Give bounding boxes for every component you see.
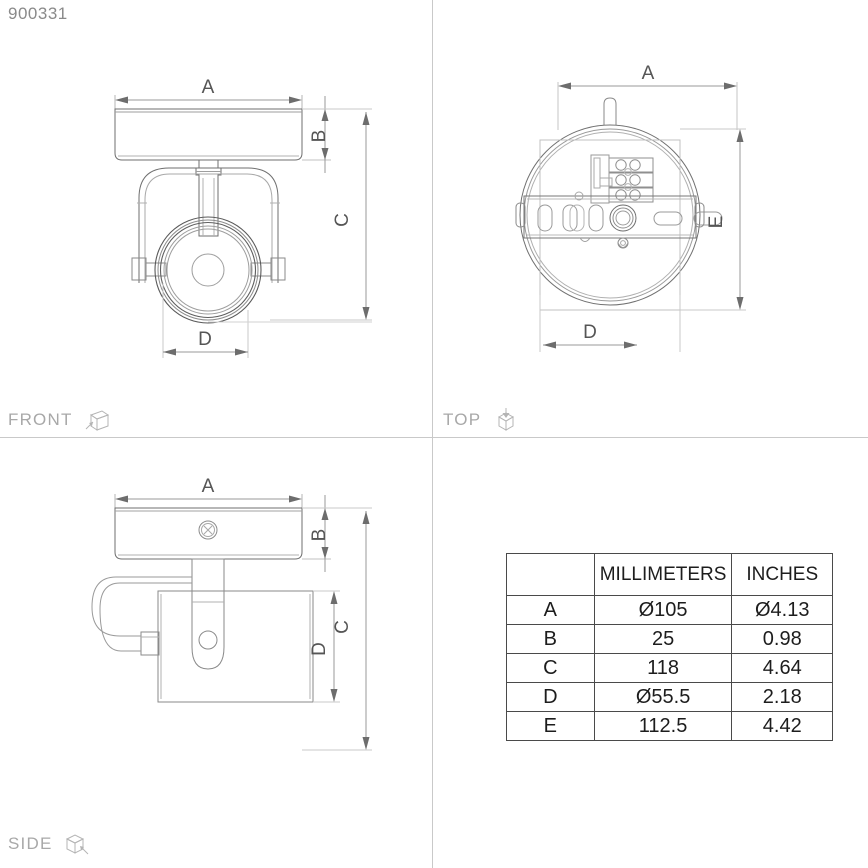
view-label-front: FRONT xyxy=(8,406,111,434)
table-row: D Ø55.5 2.18 xyxy=(506,682,833,712)
view-label-top-text: TOP xyxy=(443,410,482,429)
table-cell-in: 4.64 xyxy=(731,653,833,683)
table-cell-in: Ø4.13 xyxy=(731,595,833,625)
top-dim-a-label: A xyxy=(642,63,655,84)
view-label-side-text: SIDE xyxy=(8,834,53,853)
front-dim-c-label: C xyxy=(332,213,353,227)
table-cell-key: D xyxy=(506,682,595,712)
table-cell-key: A xyxy=(506,595,595,625)
table-cell-mm: 25 xyxy=(593,624,733,654)
side-dim-c-label: C xyxy=(332,620,353,634)
side-dim-d-label: D xyxy=(309,642,330,656)
table-header-inches: INCHES xyxy=(731,553,833,596)
front-dim-a-label: A xyxy=(202,77,215,98)
table-cell-in: 2.18 xyxy=(731,682,833,712)
view-label-side: SIDE xyxy=(8,830,90,858)
cube-top-icon xyxy=(498,408,515,431)
table-row: B 25 0.98 xyxy=(506,624,833,654)
table-cell-key: E xyxy=(506,711,595,741)
table-row: C 118 4.64 xyxy=(506,653,833,683)
table-header-millimeters: MILLIMETERS xyxy=(593,553,733,596)
side-view-drawing: A B C D xyxy=(91,476,372,751)
top-dim-d-label: D xyxy=(583,322,597,343)
table-row: A Ø105 Ø4.13 xyxy=(506,595,833,625)
table-cell-mm: 118 xyxy=(593,653,733,683)
table-header-row: MILLIMETERS INCHES xyxy=(506,553,833,596)
view-label-front-text: FRONT xyxy=(8,410,73,429)
front-view-drawing: A B C D xyxy=(114,77,372,358)
side-dim-a-label: A xyxy=(202,476,215,497)
cube-side-icon xyxy=(66,834,89,855)
panel-divider-horizontal xyxy=(0,437,868,438)
table-cell-key: B xyxy=(506,624,595,654)
table-cell-mm: Ø105 xyxy=(593,595,733,625)
table-cell-in: 0.98 xyxy=(731,624,833,654)
table-row: E 112.5 4.42 xyxy=(506,711,833,741)
front-dim-d-label: D xyxy=(198,329,212,350)
table-cell-key: C xyxy=(506,653,595,683)
view-label-top: TOP xyxy=(443,406,519,434)
table-cell-mm: Ø55.5 xyxy=(593,682,733,712)
side-dim-b-label: B xyxy=(309,529,330,542)
cube-front-icon xyxy=(85,410,109,431)
top-view-drawing: A E D xyxy=(515,63,746,352)
table-cell-mm: 112.5 xyxy=(593,711,733,741)
table-cell-in: 4.42 xyxy=(731,711,833,741)
dimension-table: MILLIMETERS INCHES A Ø105 Ø4.13 B 25 0.9… xyxy=(506,553,833,741)
panel-divider-vertical xyxy=(432,0,433,868)
page-title: 900331 xyxy=(8,4,68,23)
table-header-key xyxy=(506,553,595,596)
front-dim-b-label: B xyxy=(309,130,330,143)
top-dim-e-label: E xyxy=(706,216,727,229)
